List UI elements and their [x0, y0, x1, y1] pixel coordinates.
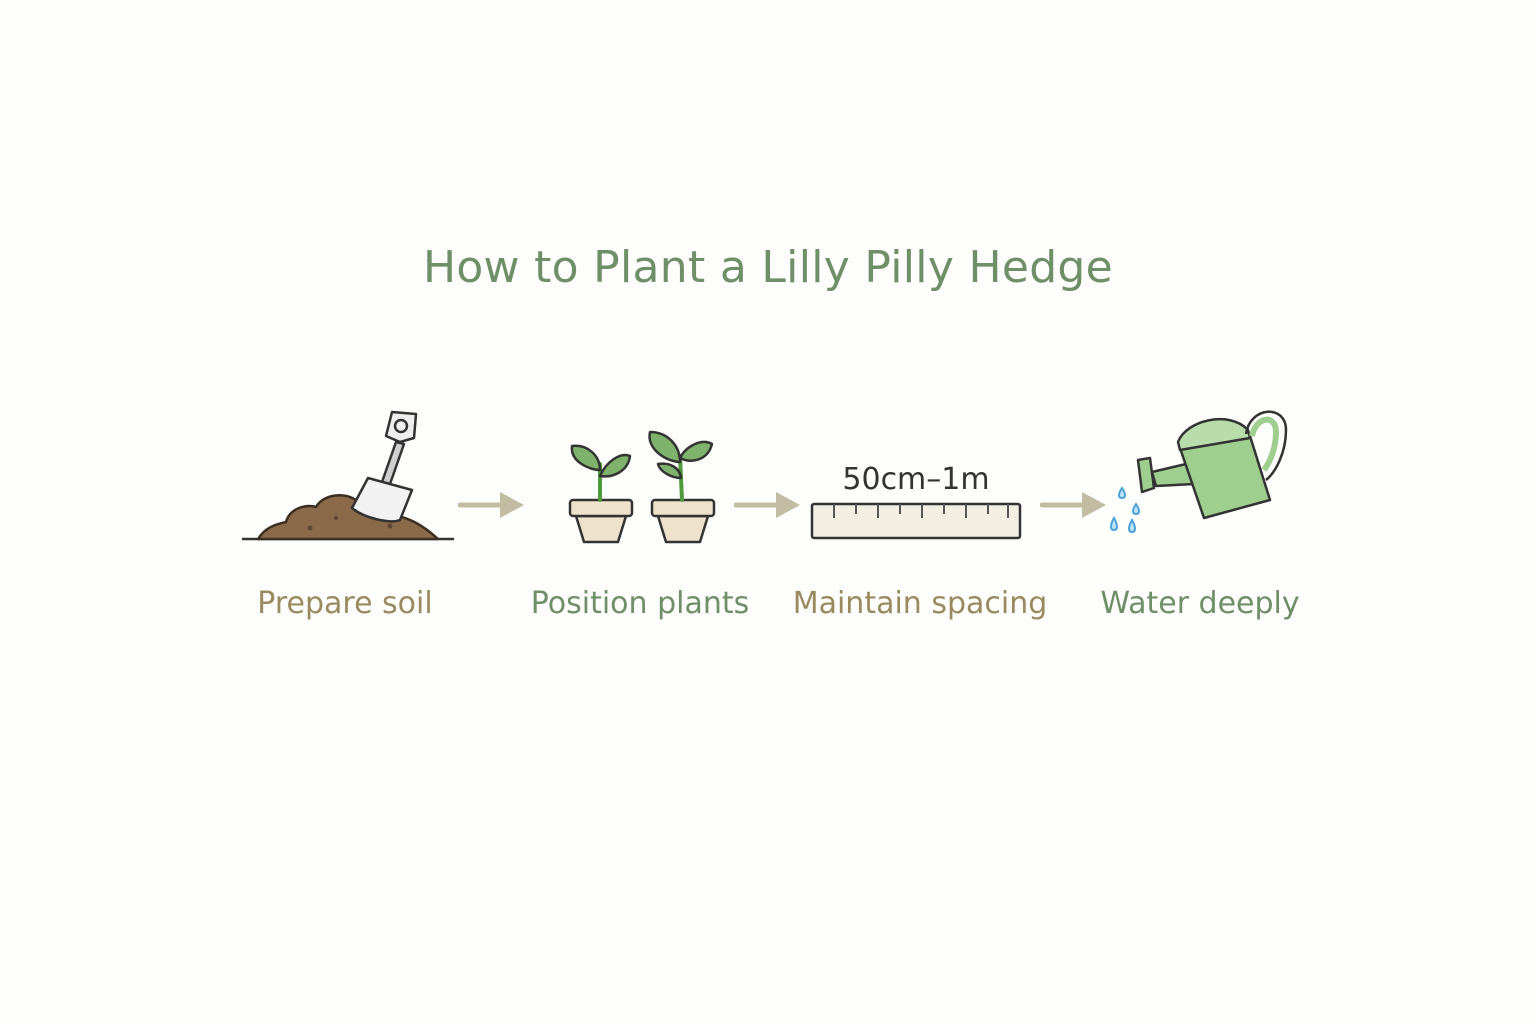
spacing-measurement: 50cm–1m — [842, 462, 990, 497]
watering-can-icon — [1110, 410, 1288, 534]
step-label-prepare-soil: Prepare soil — [257, 586, 433, 621]
arrow-right-icon — [1040, 492, 1106, 518]
ruler-icon — [810, 502, 1022, 540]
step-label-position-plants: Position plants — [530, 586, 750, 621]
soil-shovel-icon — [241, 410, 455, 541]
potted-seedlings-icon — [568, 430, 716, 544]
diagram-title: How to Plant a Lilly Pilly Hedge — [422, 242, 1114, 293]
arrow-right-icon — [458, 492, 524, 518]
arrow-right-icon — [734, 492, 800, 518]
step-label-maintain-spacing: Maintain spacing — [792, 586, 1048, 621]
step-label-water-deeply: Water deeply — [1100, 586, 1300, 621]
